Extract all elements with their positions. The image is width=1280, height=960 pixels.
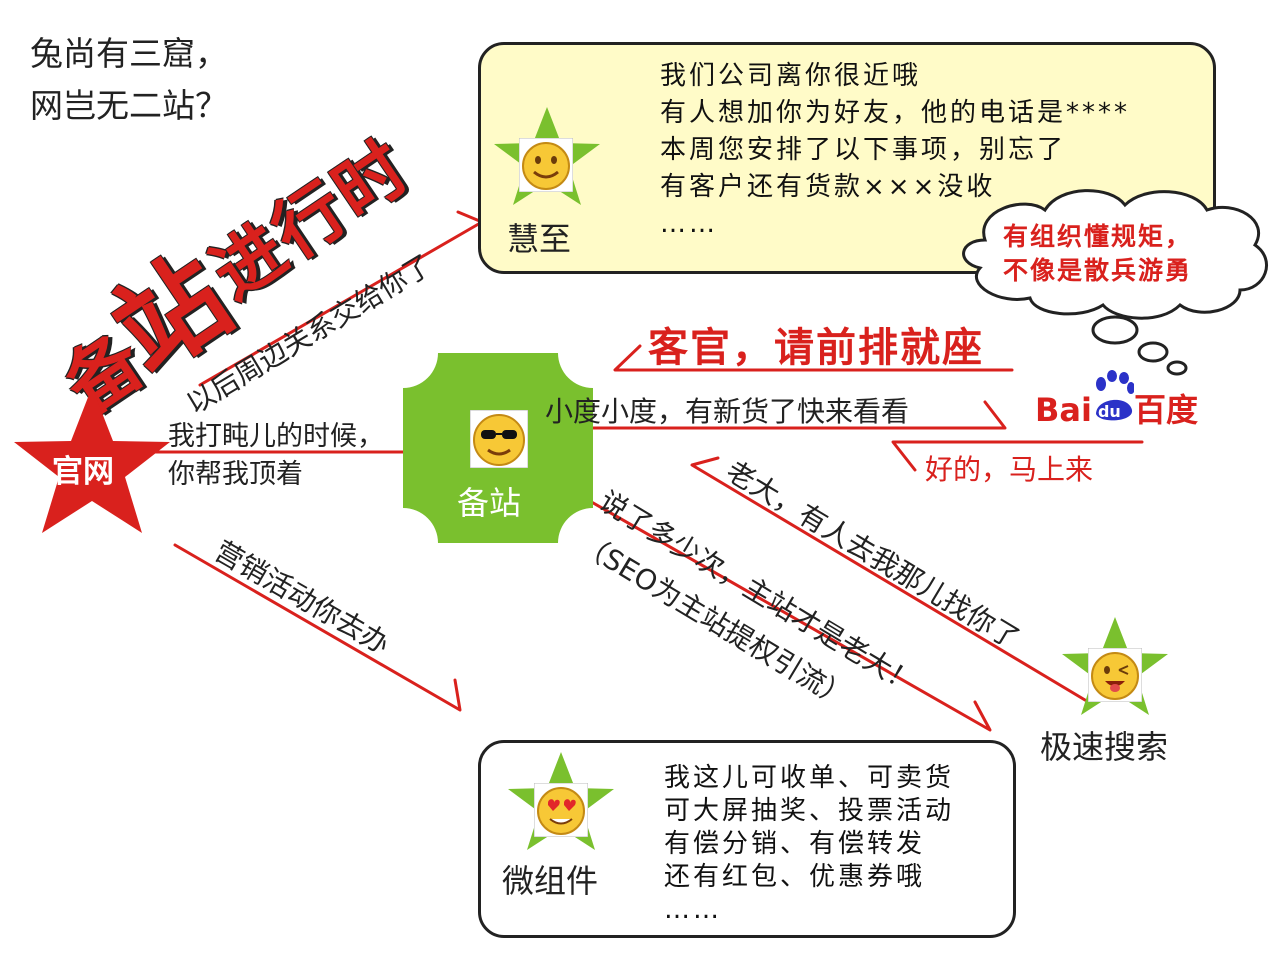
arrow-to-baidu xyxy=(546,400,1007,430)
paw-icon xyxy=(1095,370,1134,421)
weizujian-message-4: 还有红包、优惠券哦 xyxy=(664,862,926,892)
weizujian-message-2: 可大屏抽奖、投票活动 xyxy=(664,796,955,826)
weizujian-message-1: 我这儿可收单、可卖货 xyxy=(664,763,955,793)
huizhi-message-2: 有人想加你为好友，他的电话是**** xyxy=(660,98,1131,128)
huizhi-message-1: 我们公司离你很近哦 xyxy=(660,61,922,91)
huizhi-message-4: 有客户还有货款×××没收 xyxy=(660,172,996,202)
arrow-to-jisu xyxy=(586,498,992,732)
baidu-du: du xyxy=(1097,402,1121,421)
weizujian-message-5: …… xyxy=(664,895,722,925)
baidu-latin: Bai xyxy=(1035,391,1092,429)
thought-bubble xyxy=(962,189,1268,376)
tagline-line-2: 网岂无二站？ xyxy=(30,86,228,125)
arrow-from-jisu xyxy=(690,456,1087,702)
baidu-cn: 百度 xyxy=(1133,391,1198,429)
thought-line-1: 有组织懂规矩， xyxy=(1003,222,1193,251)
edge-to-beizhan-label: 我打盹儿的时候， 你帮我顶着 xyxy=(168,418,384,494)
edge-to-beizhan-line-1: 我打盹儿的时候， xyxy=(168,421,384,452)
beizhan-label: 备站 xyxy=(457,484,522,522)
huizhi-label: 慧至 xyxy=(507,220,572,258)
thought-bubble-text: 有组织懂规矩， 不像是散兵游勇 xyxy=(1003,220,1192,288)
arrow-from-baidu xyxy=(891,440,1144,472)
guanwang-label: 官网 xyxy=(52,454,114,490)
cool-face-icon xyxy=(470,410,528,468)
wink-face-icon xyxy=(1088,648,1142,702)
edge-to-beizhan-line-2: 你帮我顶着 xyxy=(168,459,303,490)
weizujian-message-3: 有偿分销、有偿转发 xyxy=(664,829,926,859)
keguan-underline xyxy=(613,344,1014,372)
thought-line-2: 不像是散兵游勇 xyxy=(1003,256,1193,285)
weizujian-messages: 我这儿可收单、可卖货 可大屏抽奖、投票活动 有偿分销、有偿转发 还有红包、优惠券… xyxy=(664,762,954,927)
tagline-line-1: 兔尚有三窟， xyxy=(30,34,228,73)
baidu-paw-icon: du xyxy=(1092,370,1134,430)
huizhi-message-3: 本周您安排了以下事项，别忘了 xyxy=(660,135,1067,165)
huizhi-messages: 我们公司离你很近哦 有人想加你为好友，他的电话是**** 本周您安排了以下事项，… xyxy=(660,58,1130,243)
arrow-to-weizujian xyxy=(173,543,462,712)
smile-face-icon xyxy=(519,138,573,192)
weizujian-label: 微组件 xyxy=(502,862,599,900)
tagline: 兔尚有三窟， 网岂无二站？ xyxy=(30,28,228,132)
guanwang-star-icon xyxy=(14,387,170,533)
love-face-icon xyxy=(534,783,588,837)
huizhi-message-5: …… xyxy=(660,209,718,239)
edge-to-baidu-label: 小度小度，有新货了快来看看 xyxy=(545,395,910,428)
edge-from-baidu-label: 好的，马上来 xyxy=(925,453,1094,486)
jisu-label: 极速搜索 xyxy=(1040,728,1169,766)
keguan-label: 客官，请前排就座 xyxy=(648,325,984,371)
